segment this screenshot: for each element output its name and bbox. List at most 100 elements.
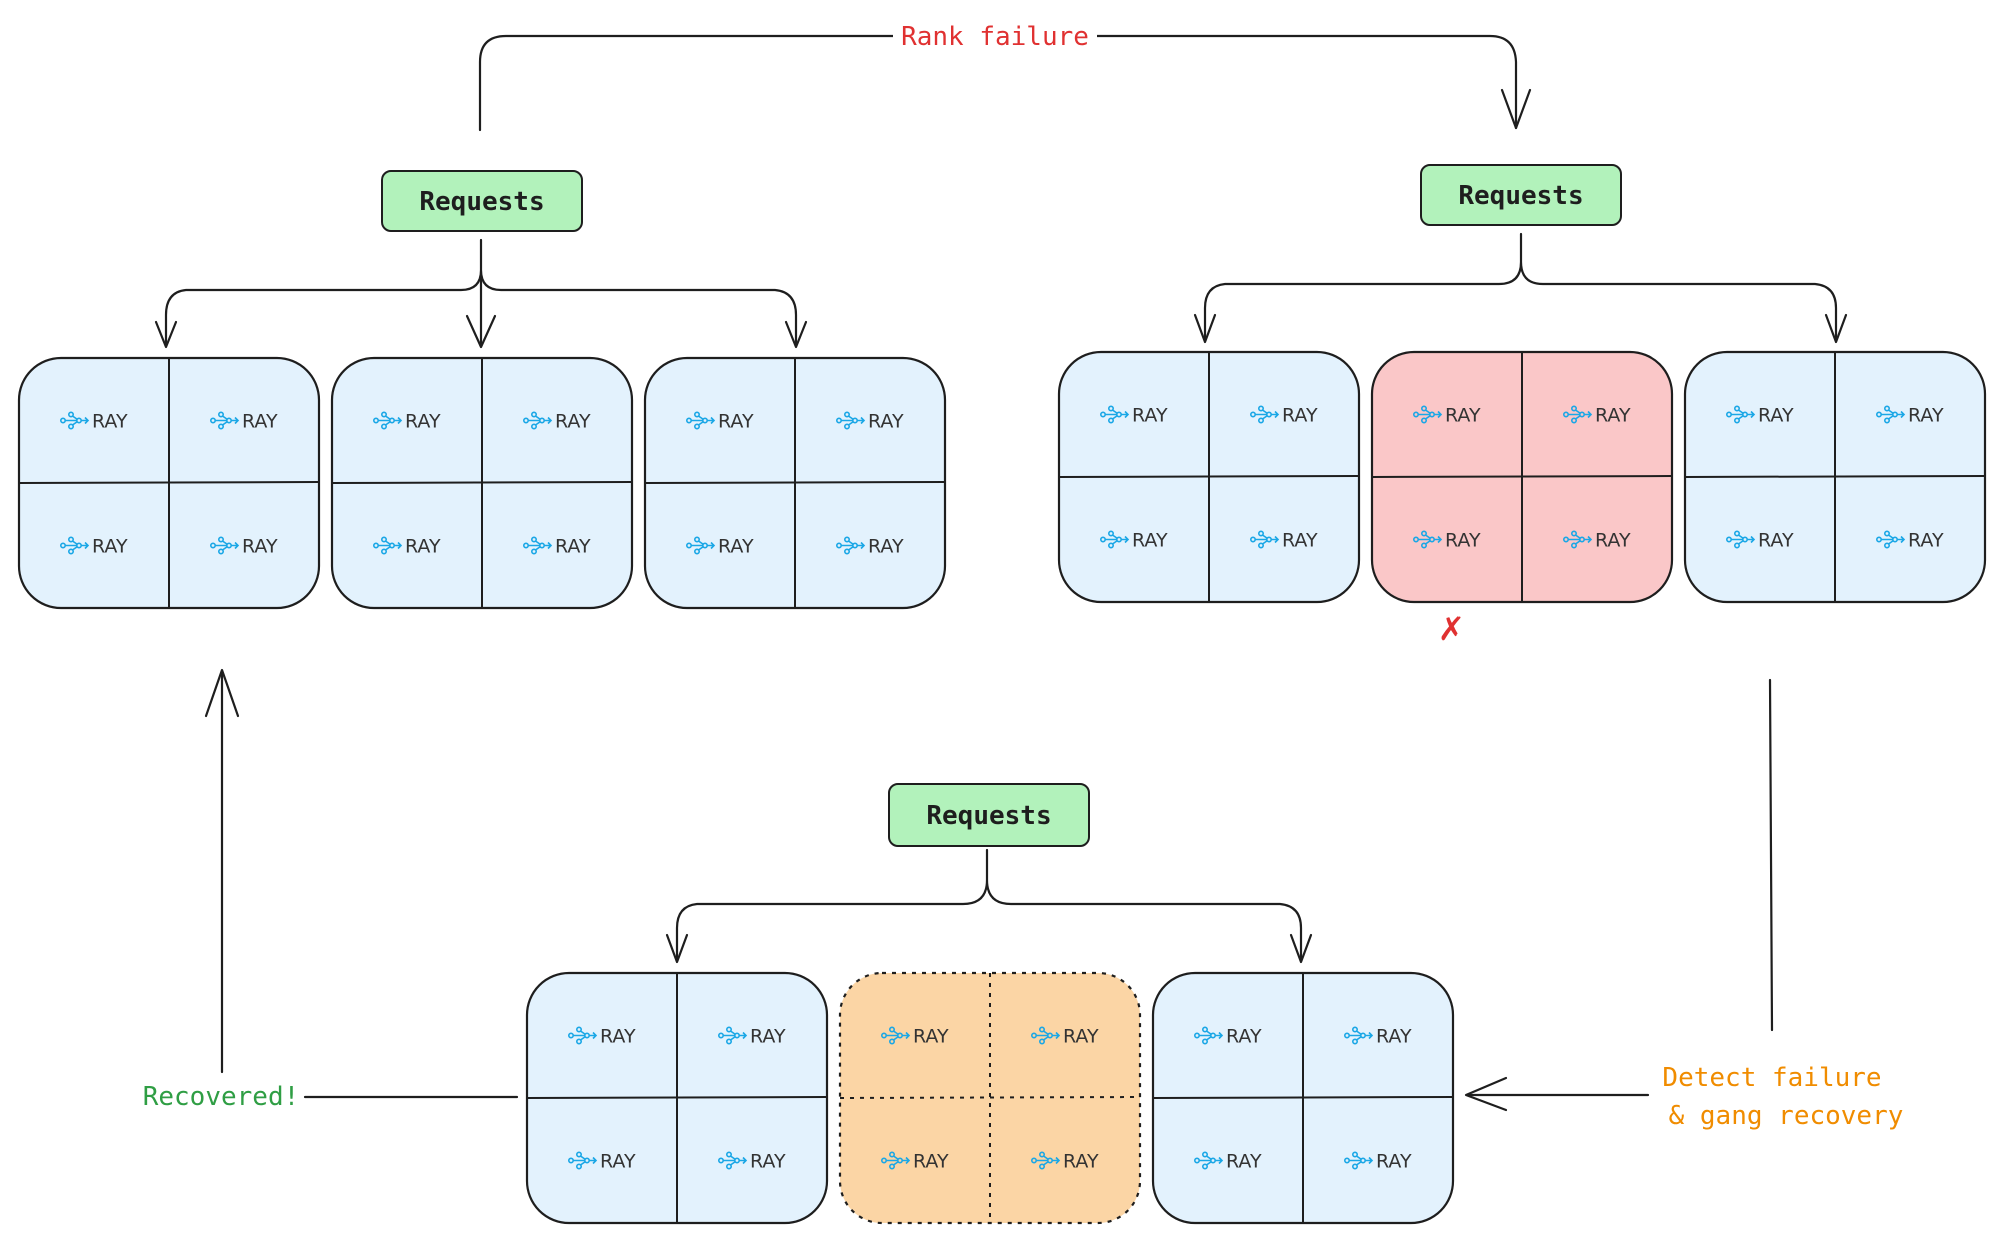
ray-worker: RAY [1194, 1151, 1262, 1173]
requests-badge: Requests [888, 783, 1090, 847]
detect-failure-arrowhead [1464, 1076, 1508, 1112]
ray-worker-label: RAY [92, 411, 128, 433]
ray-worker-label: RAY [600, 1151, 636, 1173]
group-divider-horizontal [1152, 1096, 1454, 1099]
ray-worker: RAY [1194, 1026, 1262, 1048]
ray-worker: RAY [1250, 530, 1318, 552]
worker-group-failed: RAY RAY RAY RAY [1370, 350, 1674, 604]
ray-worker: RAY [523, 536, 591, 558]
detect-failure-label-line1: Detect failure [1662, 1063, 1881, 1093]
ray-worker-label: RAY [1282, 405, 1318, 427]
ray-worker: RAY [686, 536, 754, 558]
ray-worker: RAY [718, 1026, 786, 1048]
ray-worker: RAY [1250, 405, 1318, 427]
ray-worker: RAY [373, 411, 441, 433]
group-divider-horizontal [526, 1096, 828, 1099]
ray-worker: RAY [523, 411, 591, 433]
ray-worker: RAY [1876, 405, 1944, 427]
ray-worker-label: RAY [555, 536, 591, 558]
rank-failure-arrowhead [1500, 88, 1532, 130]
ray-worker: RAY [1413, 530, 1481, 552]
ray-worker: RAY [686, 411, 754, 433]
ray-worker: RAY [1100, 530, 1168, 552]
ray-worker: RAY [1876, 530, 1944, 552]
rank-failure-label-bg [893, 18, 1097, 54]
group-divider-horizontal [1684, 475, 1986, 478]
ray-worker: RAY [1100, 405, 1168, 427]
ray-worker: RAY [568, 1026, 636, 1048]
ray-worker: RAY [210, 536, 278, 558]
ray-worker-label: RAY [405, 411, 441, 433]
ray-worker-label: RAY [1226, 1026, 1262, 1048]
ray-worker: RAY [1563, 405, 1631, 427]
recovered-label: Recovered! [143, 1082, 300, 1112]
group-divider-horizontal [18, 481, 320, 484]
ray-worker-label: RAY [1282, 530, 1318, 552]
ray-worker: RAY [1726, 405, 1794, 427]
ray-worker: RAY [1563, 530, 1631, 552]
ray-worker-label: RAY [1063, 1026, 1099, 1048]
connectors [154, 34, 1848, 1112]
worker-group-healthy: RAY RAY RAY RAY [1683, 350, 1987, 604]
group-divider-horizontal [644, 481, 946, 484]
requests-badge: Requests [381, 170, 583, 232]
rank-failure-label: Rank failure [901, 22, 1089, 52]
stage2-arrowhead-left [1193, 313, 1217, 344]
ray-worker: RAY [373, 536, 441, 558]
ray-worker-label: RAY [913, 1151, 949, 1173]
group-divider-horizontal [1058, 475, 1360, 478]
ray-worker-label: RAY [1908, 405, 1944, 427]
ray-worker: RAY [210, 411, 278, 433]
ray-worker-label: RAY [1376, 1151, 1412, 1173]
stage1-arrowhead-left [154, 320, 178, 349]
stage1-arrowhead-right [784, 320, 808, 349]
ray-worker-label: RAY [1595, 405, 1631, 427]
group-divider-horizontal [839, 1096, 1141, 1099]
stage3-arrowhead-left [665, 933, 689, 964]
stage1-fanout [164, 238, 798, 347]
recovered-arrowhead [204, 668, 240, 718]
requests-label: Requests [926, 801, 1051, 831]
ray-worker-label: RAY [913, 1026, 949, 1048]
stage1-arrowhead-mid [465, 314, 497, 349]
ray-worker: RAY [836, 536, 904, 558]
requests-badge: Requests [1420, 164, 1622, 226]
ray-worker-label: RAY [1758, 530, 1794, 552]
stage3-arrowhead-right [1289, 933, 1313, 964]
ray-worker-label: RAY [92, 536, 128, 558]
ray-worker-label: RAY [868, 536, 904, 558]
ray-worker-label: RAY [1132, 405, 1168, 427]
group-divider-horizontal [331, 481, 633, 484]
worker-group-healthy: RAY RAY RAY RAY [330, 356, 634, 610]
detect-failure-label-line2: & gang recovery [1669, 1101, 1904, 1131]
ray-worker-label: RAY [1595, 530, 1631, 552]
ray-worker: RAY [881, 1026, 949, 1048]
worker-group-healthy: RAY RAY RAY RAY [525, 971, 829, 1225]
ray-worker: RAY [1413, 405, 1481, 427]
ray-worker-label: RAY [1376, 1026, 1412, 1048]
ray-worker-label: RAY [718, 411, 754, 433]
ray-worker: RAY [881, 1151, 949, 1173]
ray-worker-label: RAY [1908, 530, 1944, 552]
ray-worker: RAY [718, 1151, 786, 1173]
ray-worker: RAY [1031, 1026, 1099, 1048]
ray-worker-label: RAY [718, 536, 754, 558]
requests-label: Requests [419, 187, 544, 217]
ray-worker-label: RAY [750, 1151, 786, 1173]
ray-worker: RAY [60, 536, 128, 558]
ray-worker-label: RAY [868, 411, 904, 433]
ray-worker-label: RAY [1226, 1151, 1262, 1173]
ray-worker: RAY [1726, 530, 1794, 552]
worker-group-recovering: RAY RAY RAY RAY [838, 971, 1142, 1225]
ray-worker-label: RAY [1758, 405, 1794, 427]
worker-group-healthy: RAY RAY RAY RAY [17, 356, 321, 610]
ray-worker-label: RAY [555, 411, 591, 433]
stage3-fanout [675, 848, 1303, 962]
ray-worker: RAY [1031, 1151, 1099, 1173]
worker-group-healthy: RAY RAY RAY RAY [1151, 971, 1455, 1225]
group-divider-horizontal [1371, 475, 1673, 478]
ray-worker: RAY [1344, 1151, 1412, 1173]
